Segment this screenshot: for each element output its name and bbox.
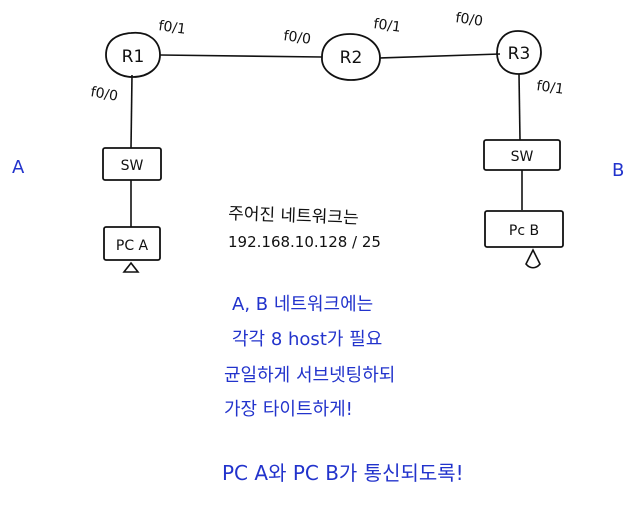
interface-label-r3-left: f0/0 [454,10,483,30]
router-r2-label: R2 [340,48,363,68]
interface-label-r2-right: f0/1 [372,16,401,36]
link-r2-r3 [379,53,501,59]
interface-label-r1-right: f0/1 [157,18,186,38]
pc-b[interactable]: Pc B [484,210,564,269]
router-r3[interactable]: R3 [496,30,542,75]
links [130,53,523,227]
interface-label-r2-left: f0/0 [282,28,311,48]
interface-label-r3-down: f0/1 [535,78,564,98]
router-r2-shape [321,33,381,81]
given-network-address: 192.168.10.128 / 25 [228,233,381,251]
note-line-4: 가장 타이트하게! [224,399,353,420]
note-line-5: PC A와 PC B가 통신되도록! [222,461,464,485]
network-label-b: B [612,160,624,181]
switch-left-label: SW [121,158,144,174]
note-line-3: 균일하게 서브넷팅하되 [224,365,395,386]
router-r2[interactable]: R2 [321,33,381,81]
pc-a-shape [103,226,161,261]
link-r1-r2 [159,54,323,58]
switch-left-shape [102,147,162,181]
interface-label-r1-down: f0/0 [89,84,119,105]
switch-right[interactable]: SW [483,139,561,171]
note-line-2: 각각 8 host가 필요 [232,329,382,350]
link-r1-sw [130,74,133,149]
network-label-a: A [12,157,25,178]
pc-b-label: Pc B [509,223,539,239]
pc-b-shape [484,210,564,248]
pc-a-label: PC A [116,238,149,254]
pc-a[interactable]: PC A [103,226,161,273]
router-r3-label: R3 [508,44,531,64]
router-r1[interactable]: R1 [105,31,161,78]
note-line-1: A, B 네트워크에는 [232,294,373,315]
router-r3-shape [496,30,542,75]
link-r3-sw [518,73,521,141]
switch-right-shape [483,139,561,171]
given-network-caption: 주어진 네트워크는 [228,204,359,229]
router-r1-shape [105,31,161,78]
switch-right-label: SW [511,149,534,165]
router-r1-label: R1 [122,47,145,67]
pc-a-stand [122,261,140,273]
switch-left[interactable]: SW [102,147,162,181]
pc-b-stand [525,248,541,269]
